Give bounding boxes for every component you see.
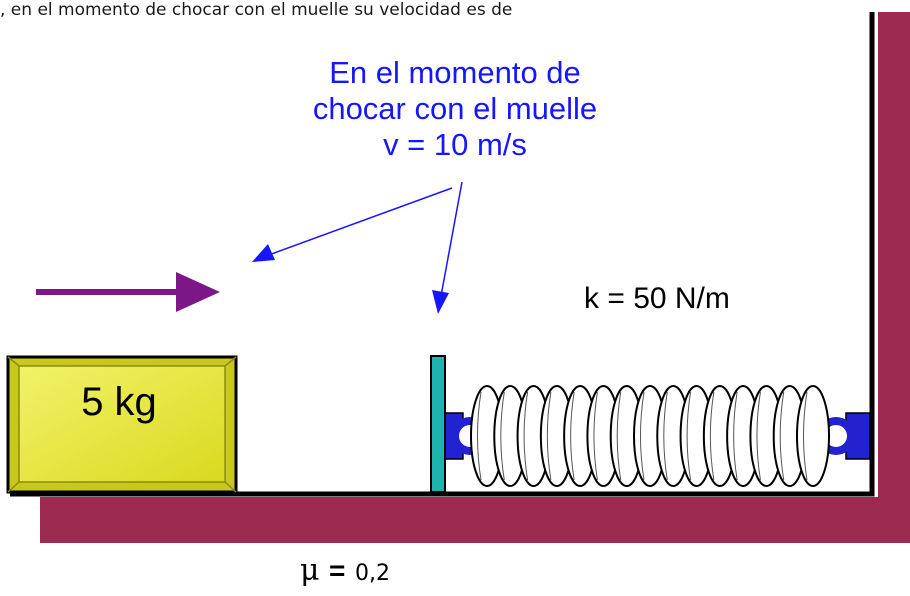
spring-coil-shade bbox=[733, 391, 738, 481]
mass-label: 5 kg bbox=[81, 380, 157, 424]
annotation-line-3: v = 10 m/s bbox=[383, 127, 527, 162]
arrow-to-plate bbox=[440, 181, 463, 297]
arrow-to-block bbox=[265, 187, 453, 257]
mass-block bbox=[6, 355, 238, 494]
wall-shadow bbox=[878, 12, 910, 543]
spring-coil-shade bbox=[779, 391, 785, 481]
equals-sign: = bbox=[329, 555, 346, 586]
spring-coil-shade bbox=[640, 391, 645, 481]
floor-shadow bbox=[40, 497, 888, 543]
velocity-annotation: En el momento de chocar con el muelle v … bbox=[255, 55, 655, 163]
floor-wall-edge bbox=[10, 12, 875, 497]
friction-coefficient: μ = 0,2 bbox=[300, 553, 390, 588]
spring-coil-shade bbox=[477, 391, 482, 481]
spring-coil-shade bbox=[663, 391, 668, 481]
friction-value: 0,2 bbox=[354, 561, 390, 586]
spring bbox=[470, 385, 830, 487]
arrowhead-to-plate bbox=[432, 290, 449, 314]
spring-coil-shade bbox=[523, 391, 529, 481]
spring-coil-shade bbox=[593, 391, 598, 481]
spring-coil bbox=[796, 385, 830, 487]
spring-coil-shade bbox=[570, 391, 575, 481]
spring-coil-shade bbox=[756, 391, 761, 481]
annotation-arrows bbox=[252, 181, 463, 314]
spring-coil-shade bbox=[686, 391, 692, 481]
annotation-line-1: En el momento de bbox=[329, 55, 581, 90]
spring-coil-shade bbox=[709, 391, 715, 481]
contact-plate bbox=[430, 355, 446, 493]
spring-constant-label: k = 50 N/m bbox=[584, 282, 730, 315]
spring-coil-shade bbox=[803, 391, 808, 481]
cropped-top-text: , en el momento de chocar con el muelle … bbox=[0, 0, 513, 20]
spring-coil-shade bbox=[500, 391, 505, 481]
annotation-line-2: chocar con el muelle bbox=[312, 91, 598, 126]
spring-coil-shade bbox=[546, 391, 552, 481]
spring-coil-shade bbox=[616, 391, 622, 481]
arrowhead-to-block bbox=[252, 244, 275, 262]
motion-arrow bbox=[36, 272, 220, 312]
wall-and-floor bbox=[10, 12, 910, 543]
mu-symbol: μ bbox=[300, 553, 320, 588]
